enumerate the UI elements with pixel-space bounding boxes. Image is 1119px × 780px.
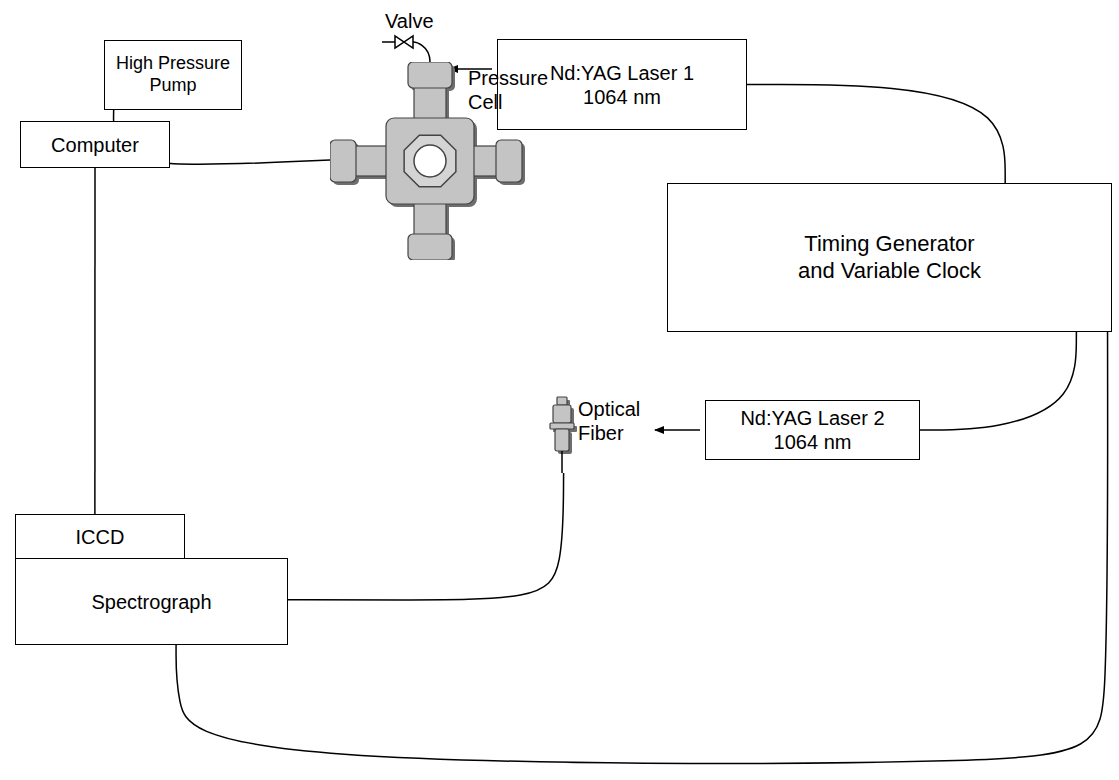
node-text: Nd:YAG Laser 2 1064 nm <box>733 406 893 454</box>
node-text: Nd:YAG Laser 1 1064 nm <box>542 61 702 109</box>
connector-line <box>288 473 564 600</box>
pump-box: High Pressure Pump <box>104 40 242 110</box>
spectrograph-box: Spectrograph <box>15 558 288 645</box>
optical-fiber: Optical Fiber <box>548 395 652 473</box>
connector-line <box>94 168 96 514</box>
node-text: Spectrograph <box>91 590 211 614</box>
timing-box: Timing Generator and Variable Clock <box>667 183 1112 332</box>
node-text: Timing Generator and Variable Clock <box>790 231 990 284</box>
valve-tube <box>413 42 430 62</box>
node-text: Pressure Cell <box>468 66 540 114</box>
node-text: Computer <box>51 133 139 157</box>
node-text: Optical Fiber <box>578 397 648 445</box>
valve-label: Valve <box>385 10 434 33</box>
connector-line <box>176 332 1108 763</box>
iccd-box: ICCD <box>15 514 185 560</box>
node-text: ICCD <box>76 525 125 549</box>
computer-box: Computer <box>20 121 170 168</box>
valve-tube <box>382 41 395 43</box>
pressure-cell-drawing <box>330 62 542 260</box>
valve-symbol <box>395 36 413 48</box>
laser-box: Nd:YAG Laser 2 1064 nm <box>705 400 920 460</box>
connector-line <box>747 84 1005 183</box>
fiber-connector-drawing <box>548 395 578 473</box>
laser-beam-arrow <box>655 429 700 431</box>
connector-line <box>920 332 1076 430</box>
node-text: High Pressure Pump <box>112 53 234 96</box>
pressure-cell: Pressure Cell <box>330 62 544 260</box>
